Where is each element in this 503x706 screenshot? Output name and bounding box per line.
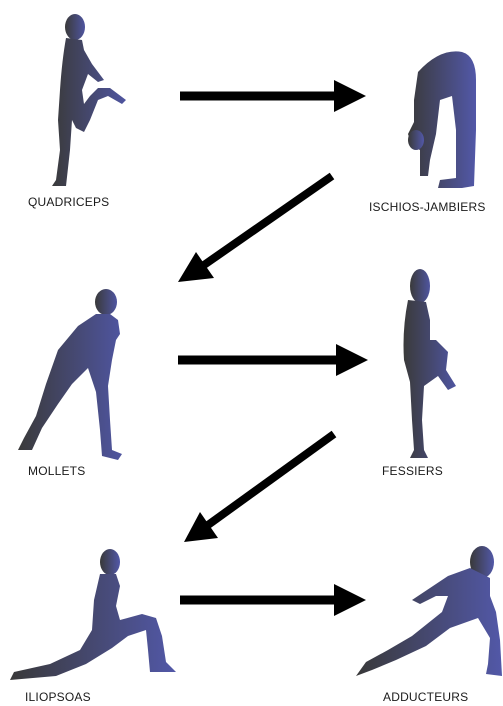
label-adducteurs: ADDUCTEURS bbox=[383, 690, 468, 704]
label-quadriceps: QUADRICEPS bbox=[28, 195, 109, 209]
arrow-down-left-1 bbox=[178, 176, 332, 282]
label-fessiers: FESSIERS bbox=[382, 464, 443, 478]
calf-stretch-icon bbox=[18, 289, 122, 460]
arrow-right-2 bbox=[178, 344, 368, 376]
iliopsoas-stretch-icon bbox=[10, 549, 176, 680]
arrow-down-left-2 bbox=[184, 434, 334, 542]
adductor-stretch-icon bbox=[356, 546, 502, 676]
arrow-right-3 bbox=[180, 584, 366, 616]
label-iliopsoas: ILIOPSOAS bbox=[25, 690, 91, 704]
label-mollets: MOLLETS bbox=[28, 464, 85, 478]
glute-stretch-icon bbox=[404, 269, 457, 458]
hamstring-stretch-icon bbox=[408, 51, 476, 188]
label-ischios-jambiers: ISCHIOS-JAMBIERS bbox=[369, 200, 486, 214]
quadriceps-stretch-icon bbox=[52, 14, 126, 186]
arrow-right-1 bbox=[180, 80, 366, 112]
